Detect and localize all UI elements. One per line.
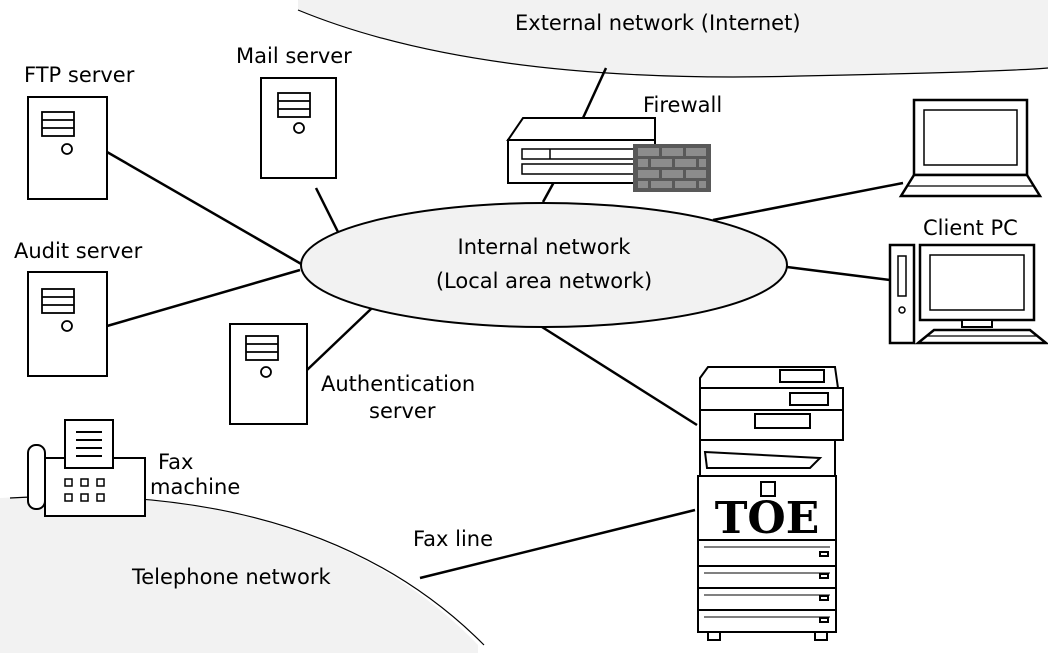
printer-mfp-icon (697, 366, 844, 641)
laptop-icon (898, 98, 1043, 198)
link-authentication-server (306, 307, 373, 371)
link-firewall-internal (541, 181, 556, 203)
brick-wall-icon (633, 144, 711, 192)
firewall-label: Firewall (643, 93, 722, 117)
fax-line (419, 508, 696, 580)
telephone-network-cloud (0, 496, 478, 653)
fax-machine-label: Fax (158, 450, 193, 474)
fax-machine-icon (27, 419, 146, 517)
connection-lines (106, 67, 904, 580)
authentication-server-icon (229, 323, 308, 425)
mail-server-icon (260, 77, 337, 179)
audit-server-label: Audit server (14, 239, 143, 263)
telephone-network-label: Telephone network (131, 565, 331, 589)
external-network-label: External network (Internet) (515, 11, 801, 35)
internal-network-label: Internal network (458, 235, 632, 259)
link-ftp-server (106, 150, 304, 267)
fax-line-label: Fax line (413, 527, 493, 551)
link-desktop-pc (786, 265, 891, 282)
internal-network-sublabel: (Local area network) (436, 269, 652, 293)
desktop-pc-icon (888, 243, 1048, 345)
audit-server-icon (27, 271, 108, 377)
firewall-icon (506, 117, 711, 192)
link-firewall-internet (581, 67, 608, 119)
external-network-cloud (298, 0, 1048, 77)
authentication-server-label: Authentication (321, 372, 475, 396)
mail-server-label: Mail server (236, 44, 352, 68)
link-audit-server (106, 268, 301, 328)
client-pc-label: Client PC (923, 216, 1018, 240)
link-laptop (712, 181, 904, 222)
link-mail-server (314, 187, 340, 233)
link-mfp (541, 325, 698, 427)
internal-network-ellipse (300, 202, 788, 328)
ftp-server-icon (27, 96, 108, 200)
authentication-server-sublabel: server (369, 399, 436, 423)
ftp-server-label: FTP server (24, 63, 135, 87)
fax-machine-sublabel: machine (150, 475, 240, 499)
toe-label: TOE (715, 493, 820, 544)
